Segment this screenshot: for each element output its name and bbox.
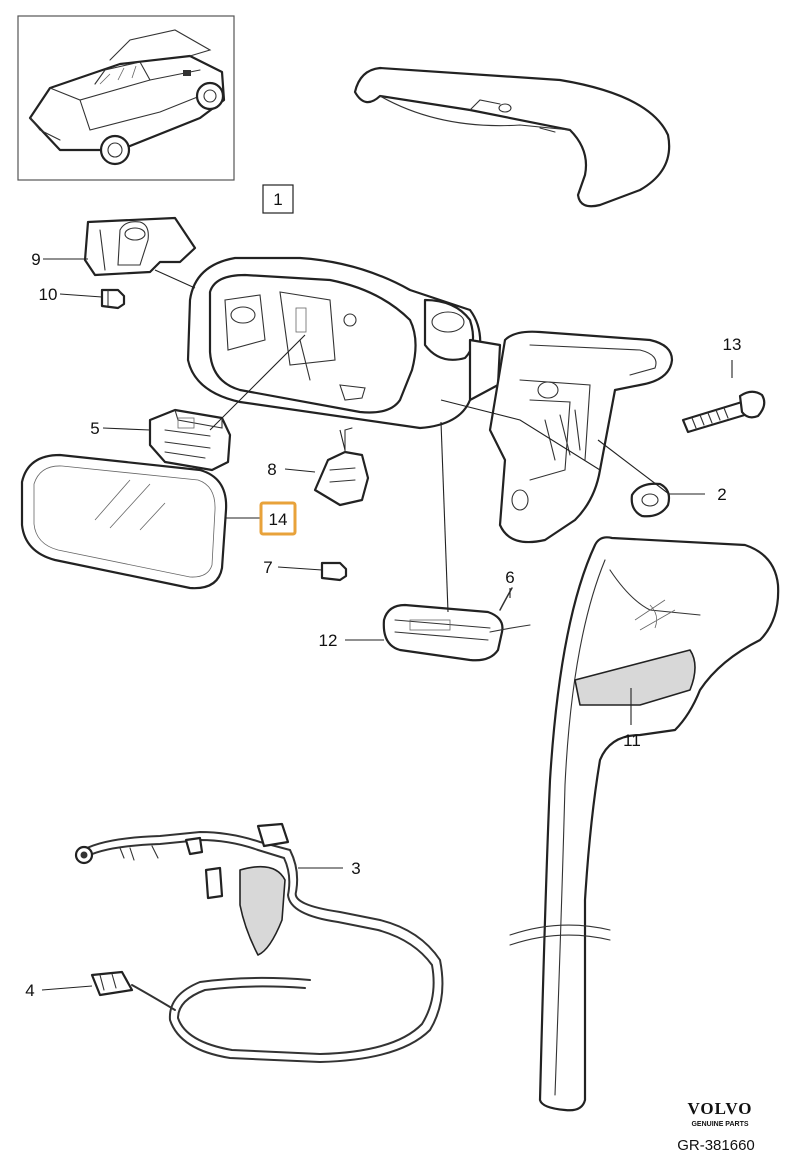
callout-12[interactable]: 12: [319, 631, 338, 650]
svg-text:7: 7: [263, 558, 272, 577]
svg-text:4: 4: [25, 981, 34, 1000]
diagram-reference-number: GR-381660: [677, 1137, 755, 1154]
callout-8[interactable]: 8: [267, 460, 276, 479]
callout-13[interactable]: 13: [723, 335, 742, 354]
callout-2[interactable]: 2: [717, 485, 726, 504]
svg-text:GR-381660: GR-381660: [677, 1137, 755, 1154]
svg-text:1: 1: [273, 190, 282, 209]
svg-text:GENUINE PARTS: GENUINE PARTS: [691, 1121, 748, 1128]
svg-text:11: 11: [623, 731, 641, 750]
svg-text:12: 12: [319, 631, 338, 650]
callout-4[interactable]: 4: [25, 981, 34, 1000]
svg-text:8: 8: [267, 460, 276, 479]
part-12-module: [382, 603, 531, 662]
callout-5[interactable]: 5: [90, 419, 99, 438]
vehicle-thumbnail: [17, 15, 235, 181]
svg-text:3: 3: [351, 859, 360, 878]
svg-text:14: 14: [269, 510, 288, 529]
part-8-clip: [313, 427, 370, 507]
callout-10[interactable]: 10: [39, 285, 58, 304]
cable-part-6: [499, 587, 513, 611]
callout-11[interactable]: 11: [623, 731, 641, 750]
part-2-grommet: [630, 482, 671, 518]
part-13-screw: [681, 390, 766, 434]
mirror-bracket-part: [488, 330, 674, 544]
callout-3[interactable]: 3: [351, 859, 360, 878]
part-9-trim-cap: [83, 216, 197, 277]
part-10-bulb: [100, 288, 126, 310]
svg-text:10: 10: [39, 285, 58, 304]
svg-text:VOLVO: VOLVO: [687, 1099, 752, 1118]
svg-text:6: 6: [505, 568, 514, 587]
mirror-cover-part: [353, 66, 671, 208]
part-5-motor: [148, 408, 232, 472]
callout-14-highlighted[interactable]: 14: [259, 501, 297, 536]
part-7-bulb: [320, 561, 348, 582]
callout-6[interactable]: 6: [505, 568, 514, 587]
svg-text:9: 9: [31, 250, 40, 269]
svg-text:5: 5: [90, 419, 99, 438]
leader-lines: [41, 258, 733, 991]
callout-7[interactable]: 7: [263, 558, 272, 577]
svg-text:13: 13: [723, 335, 742, 354]
callout-1[interactable]: 1: [262, 184, 294, 214]
mirror-housing-part: [186, 256, 502, 430]
callout-9[interactable]: 9: [31, 250, 40, 269]
part-11-door-seal: [509, 536, 780, 1112]
svg-text:2: 2: [717, 485, 726, 504]
part-3-4-wiring-harness: [74, 822, 444, 1064]
part-14-mirror-glass: [20, 453, 228, 590]
volvo-logo: VOLVO GENUINE PARTS: [687, 1099, 752, 1128]
